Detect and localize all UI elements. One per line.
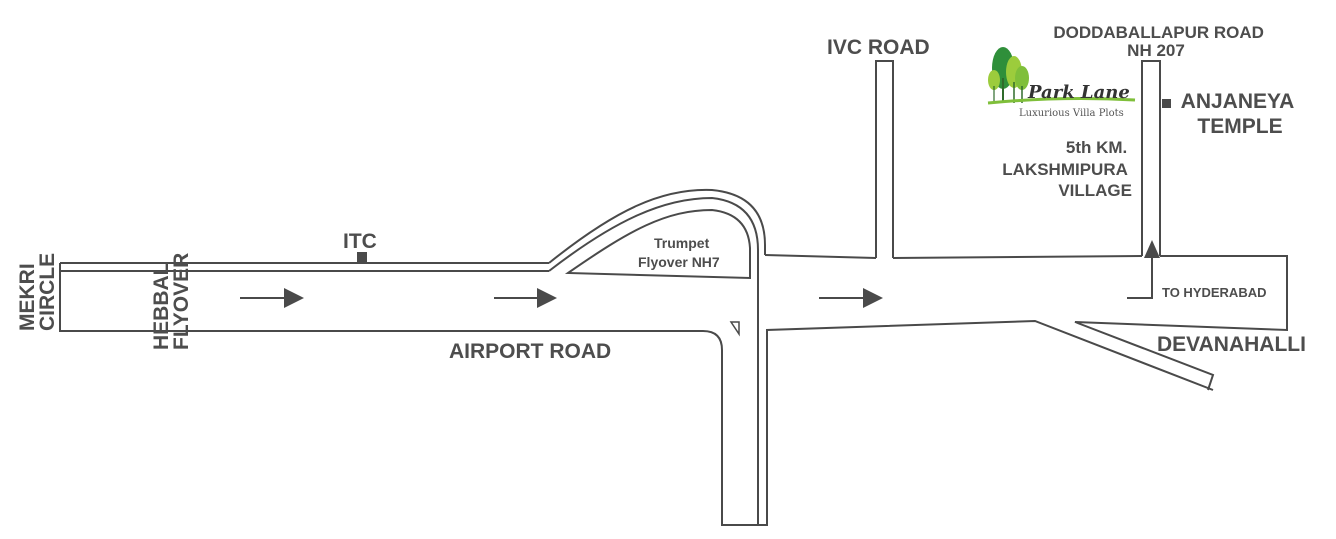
devanahalli-label: DEVANAHALLI — [1157, 333, 1306, 356]
direction-arrow-2 — [494, 288, 557, 308]
airport-road — [59, 262, 1214, 526]
logo-tagline: Luxurious Villa Plots — [1019, 108, 1124, 119]
tree-icon — [987, 47, 1136, 105]
ivc-road-branch — [875, 60, 894, 258]
doddaballapur-road-label: DODDABALLAPUR ROAD NH 207 — [1053, 23, 1268, 60]
airport-road-label: AIRPORT ROAD — [449, 340, 611, 363]
ivc-road-label: IVC ROAD — [827, 36, 930, 59]
doddaballapur-road-branch — [1141, 60, 1161, 256]
logo-name: Park Lane — [1027, 82, 1130, 103]
mekri-circle-label: MEKRI CIRCLE — [16, 253, 59, 331]
hebbal-flyover-label: HEBBAL FLYOVER — [150, 253, 193, 350]
turn-arrow-to-site — [1127, 240, 1160, 299]
itc-marker — [357, 252, 367, 262]
temple-marker — [1162, 99, 1171, 108]
park-lane-logo: Park Lane Luxurious Villa Plots — [987, 47, 1136, 119]
trumpet-flyover — [548, 188, 766, 525]
trumpet-flyover-label: Trumpet Flyover NH7 — [638, 235, 720, 270]
lakshmipura-village-label: 5th KM. LAKSHMIPURA VILLAGE — [1002, 138, 1132, 200]
itc-label: ITC — [343, 230, 377, 253]
east-road — [764, 254, 1288, 391]
anjaneya-temple-label: ANJANEYA TEMPLE — [1181, 90, 1300, 138]
direction-arrow-1 — [240, 288, 304, 308]
direction-arrow-3 — [819, 288, 883, 308]
to-hyderabad-label: TO HYDERABAD — [1162, 285, 1267, 300]
